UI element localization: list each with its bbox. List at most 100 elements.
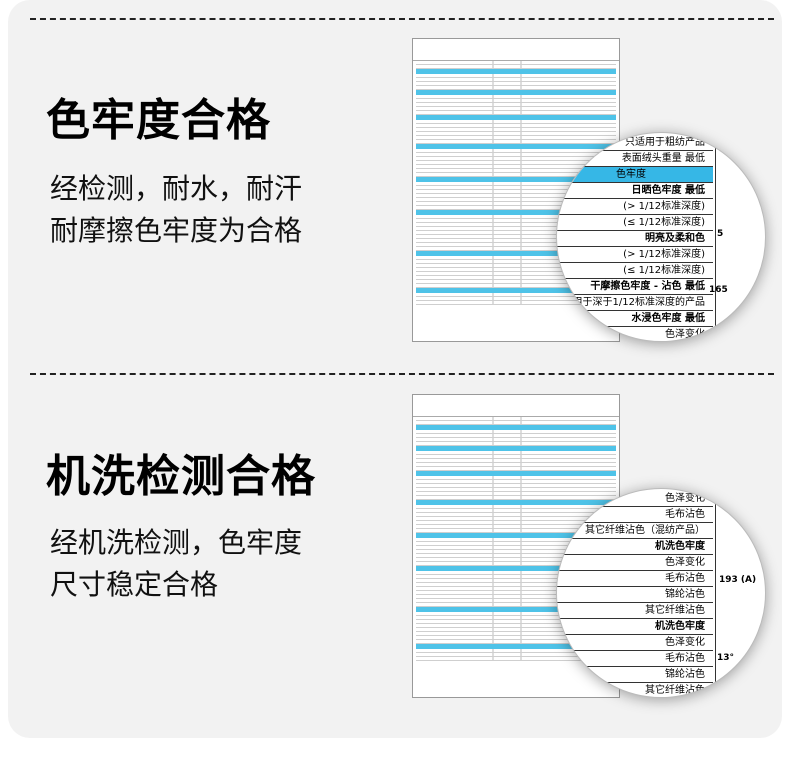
- report-row: [416, 182, 616, 186]
- report-header: [413, 395, 619, 417]
- section2-title: 机洗检测合格: [46, 451, 316, 502]
- test-report-thumbnail: [412, 394, 620, 698]
- report-row: [416, 165, 616, 169]
- magnifier-lens-colorfastness: 只适用于粗纺产品表面绒头重量 最低色牢度日晒色牢度 最低(> 1/12标准深度)…: [556, 132, 766, 342]
- report-row: [416, 459, 616, 463]
- report-row: [416, 546, 616, 550]
- report-row: [416, 442, 616, 446]
- lens-table-row: 色泽变化: [557, 635, 713, 651]
- report-row: [416, 247, 616, 251]
- report-row: [416, 243, 616, 247]
- report-row: [416, 616, 616, 620]
- report-section-band: [416, 69, 616, 74]
- lens-value: 165: [709, 285, 728, 295]
- lens-table-row: 锦纶沾色: [557, 587, 713, 603]
- lens-table-row: 其它纤维沾色: [557, 683, 713, 697]
- report-row: [416, 509, 616, 513]
- report-row: [416, 86, 616, 90]
- lens-table-row: 只适用于粗纺产品: [557, 135, 713, 151]
- report-section-band: [416, 288, 616, 293]
- report-row: [416, 128, 616, 132]
- report-row: [416, 78, 616, 82]
- report-row: [416, 653, 616, 657]
- report-row: [416, 628, 616, 632]
- lens-table-row: 水浸色牢度 最低: [557, 311, 713, 327]
- report-row: [416, 215, 616, 219]
- report-row: [416, 268, 616, 272]
- section2-desc-line2: 尺寸稳定合格: [50, 568, 219, 601]
- report-row: [416, 194, 616, 198]
- dashed-divider-middle: [30, 373, 774, 375]
- report-row: [416, 583, 616, 587]
- lens-table-row: (> 1/12标准深度): [557, 247, 713, 263]
- report-row: [416, 571, 616, 575]
- report-section-band: [416, 446, 616, 451]
- report-row: [416, 124, 616, 128]
- report-row: [416, 272, 616, 276]
- report-row: [416, 169, 616, 173]
- report-section-band: [416, 90, 616, 95]
- dashed-divider-top: [30, 18, 774, 20]
- report-row: [416, 640, 616, 644]
- report-row: [416, 480, 616, 484]
- report-section-band: [416, 177, 616, 182]
- report-row: [416, 525, 616, 529]
- report-row: [416, 463, 616, 467]
- report-row: [416, 231, 616, 235]
- report-row: [416, 140, 616, 144]
- report-row: [416, 227, 616, 231]
- report-section-band: [416, 210, 616, 215]
- lens-table-row: (> 1/12标准深度): [557, 199, 713, 215]
- report-section-band: [416, 471, 616, 476]
- lens-table-row: 色泽变化: [557, 491, 713, 507]
- report-row: [416, 455, 616, 459]
- report-section-band: [416, 500, 616, 505]
- lens-table-row: 色泽变化: [557, 555, 713, 571]
- lens-table: 只适用于粗纺产品表面绒头重量 最低色牢度日晒色牢度 最低(> 1/12标准深度)…: [557, 133, 765, 341]
- report-row: [416, 554, 616, 558]
- lens-table-row: 其它纤维沾色: [557, 603, 713, 619]
- report-row: [416, 579, 616, 583]
- report-row: [416, 260, 616, 264]
- lens-value: 13°: [717, 653, 735, 663]
- report-row: [416, 284, 616, 288]
- report-row: [416, 149, 616, 153]
- report-row: [416, 297, 616, 301]
- report-section-band: [416, 607, 616, 612]
- report-row: [416, 120, 616, 124]
- lens-table-row: 毛布沾色: [557, 651, 713, 667]
- report-row: [416, 517, 616, 521]
- report-row: [416, 190, 616, 194]
- report-row: [416, 280, 616, 284]
- section1-title: 色牢度合格: [46, 95, 271, 146]
- report-row: [416, 620, 616, 624]
- report-row: [416, 61, 616, 65]
- report-row: [416, 492, 616, 496]
- report-section-band: [416, 251, 616, 256]
- report-row: [416, 451, 616, 455]
- report-row: [416, 430, 616, 434]
- report-row: [416, 301, 616, 305]
- section1-desc-line2: 耐摩擦色牢度为合格: [50, 214, 303, 247]
- report-section-band: [416, 566, 616, 571]
- report-row: [416, 538, 616, 542]
- report-row: [416, 488, 616, 492]
- section2-desc-line1: 经机洗检测，色牢度: [50, 526, 303, 559]
- report-row: [416, 206, 616, 210]
- report-row: [416, 256, 616, 260]
- report-row: [416, 111, 616, 115]
- lens-table-row: 适用于深于1/12标准深度的产品: [557, 295, 713, 311]
- report-section-band: [416, 425, 616, 430]
- report-row: [416, 161, 616, 165]
- report-row: [416, 173, 616, 177]
- report-row: [416, 587, 616, 591]
- lens-table-row: 毛布沾色: [557, 571, 713, 587]
- lens-table-row: 色泽变化: [557, 327, 713, 341]
- lens-table-row: 其它纤维沾色（混纺产品）: [557, 523, 713, 539]
- section1-description: 经检测，耐水，耐汗 耐摩擦色牢度为合格: [50, 168, 302, 252]
- report-row: [416, 132, 616, 136]
- report-row: [416, 186, 616, 190]
- report-row: [416, 202, 616, 206]
- report-row: [416, 657, 616, 661]
- report-row: [416, 136, 616, 140]
